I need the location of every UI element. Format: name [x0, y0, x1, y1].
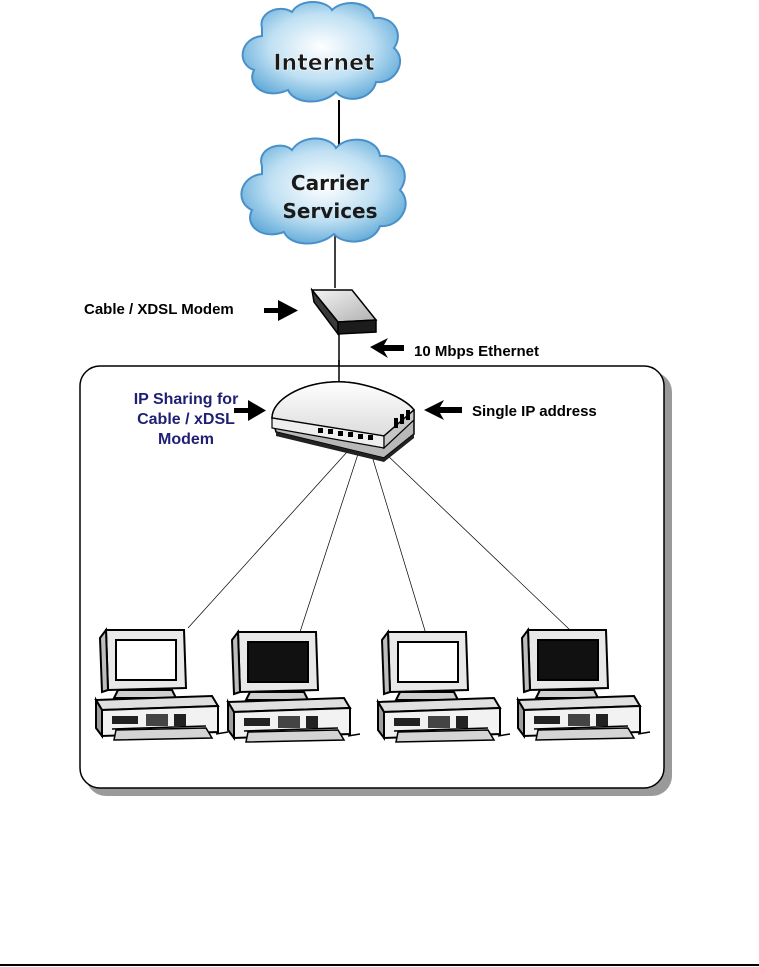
- carrier-services-cloud: Carrier Services: [241, 139, 405, 244]
- page-footer-rule: [0, 964, 759, 966]
- computer-4-screen: [538, 640, 598, 680]
- single-ip-label: Single IP address: [472, 403, 597, 420]
- computer-3-screen: [398, 642, 458, 682]
- ethernet-arrow-icon: [370, 338, 404, 358]
- modem-label: Cable / XDSL Modem: [84, 301, 234, 318]
- computer-2-screen: [248, 642, 308, 682]
- modem-arrow-icon: [264, 300, 298, 321]
- computer-1-screen: [116, 640, 176, 680]
- ethernet-label: 10 Mbps Ethernet: [414, 343, 539, 360]
- carrier-label-line2: Services: [282, 199, 377, 223]
- internet-label: Internet: [273, 51, 375, 76]
- router-label-line3: Modem: [158, 431, 214, 448]
- router-label-line1: IP Sharing for: [134, 391, 239, 408]
- modem-device: [312, 290, 376, 334]
- internet-cloud: Internet: [243, 2, 400, 102]
- router-label-line2: Cable / xDSL: [137, 411, 235, 428]
- carrier-label-line1: Carrier: [291, 171, 369, 195]
